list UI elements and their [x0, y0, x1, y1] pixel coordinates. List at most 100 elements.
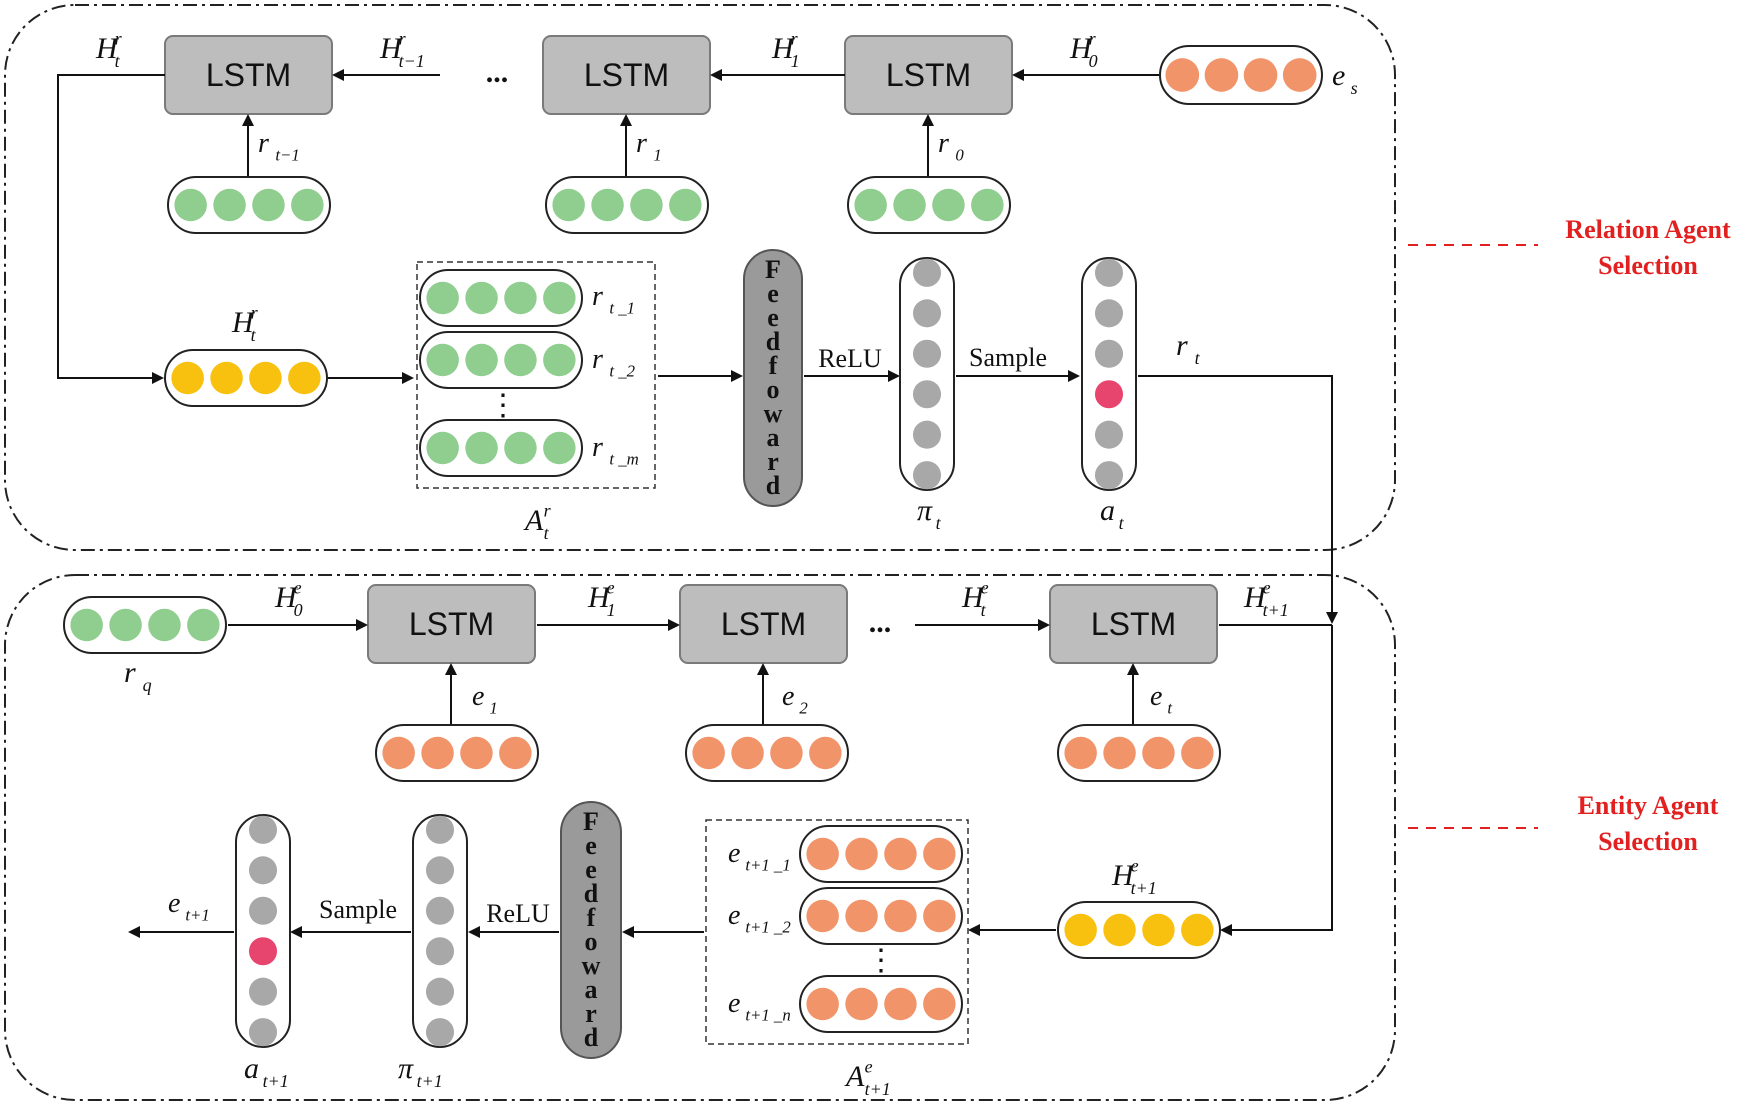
candidate-set-relation — [416, 261, 656, 489]
feedforward-letter: a — [585, 975, 598, 1004]
feedforward-letter: d — [584, 1023, 599, 1052]
lstm-block: LSTM — [844, 35, 1013, 115]
svg-text:LSTM: LSTM — [886, 57, 971, 93]
entity-section-title: Entity Agent — [1578, 791, 1719, 820]
vector-unit — [630, 188, 663, 222]
lstm-block: LSTM — [164, 35, 333, 115]
vector-pill-cand-e2 — [799, 887, 963, 945]
feedforward-letter: F — [583, 807, 599, 836]
vector-unit — [1064, 736, 1097, 770]
lstm-block: LSTM — [1049, 584, 1218, 664]
vector-unit — [425, 896, 455, 925]
vector-unit — [1094, 420, 1124, 449]
vector-unit — [923, 987, 956, 1021]
action-vector-a-t — [1081, 257, 1137, 491]
svg-text:LSTM: LSTM — [206, 57, 291, 93]
vector-pill-cand-en — [799, 975, 963, 1033]
vector-unit — [731, 736, 764, 770]
vector-unit — [893, 188, 926, 222]
svg-text:LSTM: LSTM — [721, 606, 806, 642]
vector-unit — [504, 281, 537, 315]
vector-unit — [770, 736, 803, 770]
vector-unit — [248, 977, 278, 1006]
feedforward-letter: e — [767, 303, 779, 332]
vector-pill-cand-r1 — [419, 269, 583, 327]
vector-unit — [426, 343, 459, 377]
policy-vector-pi-tp1 — [412, 814, 468, 1048]
vector-unit — [249, 361, 282, 395]
entity-section-subtitle: Selection — [1598, 827, 1698, 856]
vector-pill-cand-e1 — [799, 825, 963, 883]
vector-unit — [288, 361, 321, 395]
vector-pill-e1 — [375, 724, 539, 782]
vector-pill-cand-r2 — [419, 331, 583, 389]
svg-text:LSTM: LSTM — [1091, 606, 1176, 642]
svg-text:LSTM: LSTM — [409, 606, 494, 642]
vector-unit — [425, 977, 455, 1006]
vector-unit — [148, 608, 181, 642]
policy-vector-pi-t — [899, 257, 955, 491]
vector-unit — [1181, 736, 1214, 770]
vector-unit — [1165, 58, 1200, 92]
vector-unit — [1094, 339, 1124, 368]
relation-section-subtitle: Selection — [1598, 251, 1698, 280]
feedforward-letter: e — [585, 855, 597, 884]
feedforward-letter: e — [767, 279, 779, 308]
vector-unit — [382, 736, 415, 770]
vector-unit — [845, 837, 878, 871]
candidate-set-entity — [705, 819, 969, 1045]
vector-unit — [912, 420, 942, 449]
vector-unit — [1142, 736, 1175, 770]
feedforward-letter: a — [767, 423, 780, 452]
vector-unit — [1064, 913, 1097, 947]
vector-unit — [213, 188, 246, 222]
vector-unit — [912, 258, 942, 287]
vector-unit — [248, 815, 278, 844]
vector-unit — [806, 837, 839, 871]
vector-unit — [543, 343, 576, 377]
vector-unit — [109, 608, 142, 642]
vector-unit — [543, 431, 576, 465]
ellipsis: ... — [869, 606, 892, 639]
vector-unit — [932, 188, 965, 222]
entity-section-outline — [4, 574, 1396, 1101]
vector-unit — [884, 987, 917, 1021]
vector-unit — [923, 899, 956, 933]
vector-unit — [806, 899, 839, 933]
vector-unit — [806, 987, 839, 1021]
vector-unit — [425, 937, 455, 966]
vector-unit — [70, 608, 103, 642]
vector-unit — [912, 380, 942, 409]
vector-unit — [912, 299, 942, 328]
vector-unit — [426, 281, 459, 315]
vector-unit — [543, 281, 576, 315]
vector-unit — [504, 343, 537, 377]
svg-text:LSTM: LSTM — [584, 57, 669, 93]
